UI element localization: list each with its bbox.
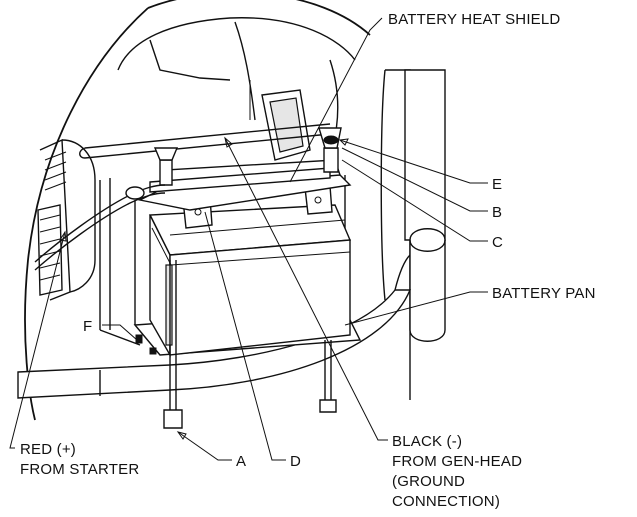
label-red-line-2: FROM STARTER: [20, 461, 139, 478]
cooling-fins: [37, 138, 96, 301]
label-battery-heat-shield: BATTERY HEAT SHIELD: [388, 11, 560, 28]
label-red-line-1: RED (+): [20, 441, 76, 458]
label-b: B: [492, 204, 502, 221]
label-black-line-4: CONNECTION): [392, 493, 500, 510]
leader-lines: [9, 17, 488, 461]
detail-view-outline-top: [147, 0, 371, 36]
label-a: A: [236, 453, 246, 470]
bottom-frame-tube: [17, 254, 412, 399]
battery: [148, 185, 352, 358]
frame-bars: [79, 123, 331, 346]
label-e: E: [492, 176, 502, 193]
label-black-line-1: BLACK (-): [392, 433, 462, 450]
label-black-line-2: FROM GEN-HEAD: [392, 453, 522, 470]
label-c: C: [492, 234, 503, 251]
label-black-line-3: (GROUND: [392, 473, 465, 490]
label-d: D: [290, 453, 301, 470]
label-f: F: [83, 318, 92, 335]
generator-housing: [117, 17, 356, 161]
label-battery-pan: BATTERY PAN: [492, 285, 596, 302]
red-cable: [34, 184, 166, 271]
hold-down-bar: [149, 127, 342, 193]
right-frame-tube: [380, 69, 446, 400]
hold-down-rods: [163, 260, 337, 429]
